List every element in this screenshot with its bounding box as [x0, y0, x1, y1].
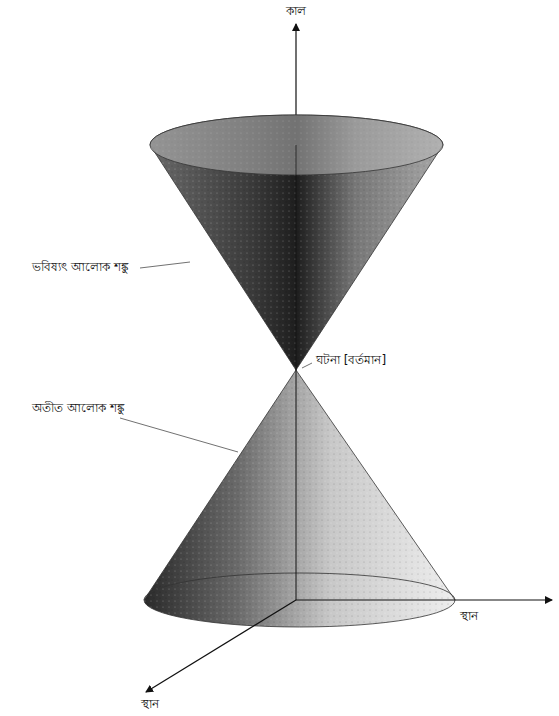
space-axis-y — [146, 600, 296, 692]
space-axis-x — [296, 599, 552, 600]
past-cone-texture — [144, 370, 455, 627]
leader-line — [302, 363, 312, 368]
axis-label: কাল — [284, 3, 308, 19]
leader-line — [120, 418, 238, 452]
past-cone-rim-back — [144, 573, 455, 600]
future-cone — [150, 115, 443, 370]
leader-line — [140, 262, 190, 268]
event-label: ঘটনা [বর্তমান] — [314, 352, 388, 368]
axis-label: স্থান — [458, 608, 480, 624]
future-cone-texture — [150, 115, 443, 370]
cone-label: অতীত আলোক শঙ্কু — [30, 400, 127, 416]
time-axis — [295, 24, 296, 370]
cone-label: ভবিষ্যৎ আলোক শঙ্কু — [30, 259, 131, 275]
time-axis-inner — [296, 145, 297, 370]
past-cone — [144, 370, 455, 627]
time-axis-lower — [296, 370, 297, 600]
axis-label: স্থান — [139, 696, 161, 712]
